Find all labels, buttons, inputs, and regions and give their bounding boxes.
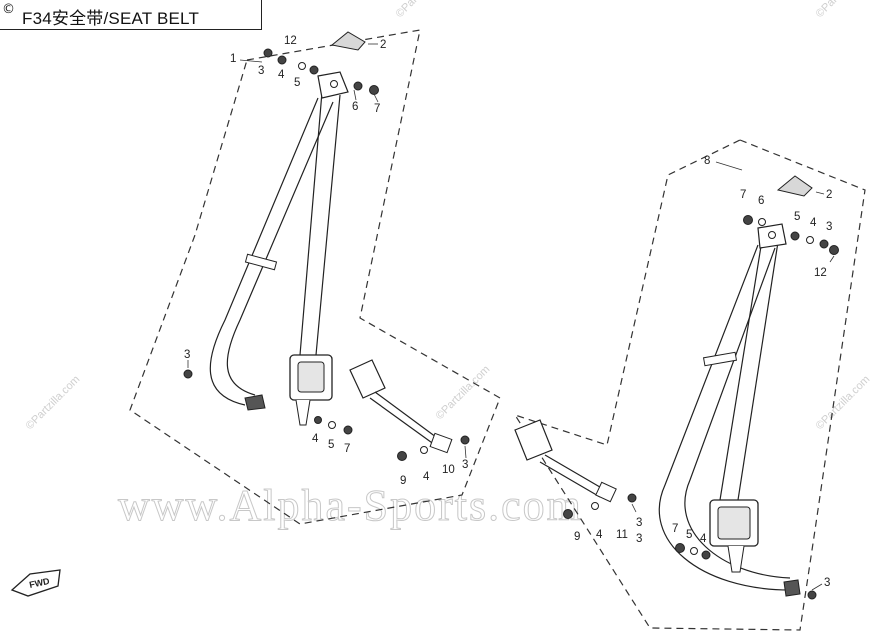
left-callout-4c: 4: [423, 471, 430, 483]
left-callout-2: 2: [380, 39, 386, 51]
left-callout-1: 1: [230, 53, 236, 65]
left-assembly-outline: [129, 29, 501, 525]
right-leaders: [631, 161, 835, 591]
left-belt: [183, 31, 470, 461]
right-callout-12: 12: [814, 267, 827, 279]
right-callout-5b: 5: [686, 529, 692, 541]
left-leaders: [187, 43, 467, 459]
right-callout-4c: 4: [700, 533, 707, 545]
right-callout-2: 2: [826, 189, 832, 201]
left-callout-3: 3: [258, 65, 264, 77]
left-callout-6: 6: [352, 101, 358, 113]
fwd-label: FWD: [28, 576, 51, 590]
left-callout-7b: 7: [344, 443, 350, 455]
left-callout-5b: 5: [328, 439, 334, 451]
left-callout-10: 10: [442, 464, 455, 476]
right-callout-3: 3: [826, 221, 832, 233]
left-callout-3c: 3: [462, 459, 468, 471]
watermark-small-3: ©Partzilla.com: [434, 363, 493, 422]
left-callout-3b: 3: [184, 349, 190, 361]
right-callout-11: 11: [616, 529, 628, 541]
left-callout-7: 7: [374, 103, 380, 115]
page-title: F34安全带/SEAT BELT: [22, 9, 200, 28]
right-belt: [514, 175, 839, 600]
right-callout-7: 7: [740, 189, 746, 201]
right-callout-3d: 3: [824, 577, 830, 589]
right-callout-6: 6: [758, 195, 764, 207]
right-callout-9: 9: [574, 531, 580, 543]
right-callout-5: 5: [794, 211, 800, 223]
left-callout-4b: 4: [312, 433, 319, 445]
watermark-small-2: ©Partzilla.com: [24, 373, 83, 432]
fwd-arrow-icon: FWD: [10, 569, 61, 597]
right-callout-7b: 7: [672, 523, 678, 535]
right-callout-3b: 3: [636, 517, 642, 529]
left-callout-4: 4: [278, 69, 285, 81]
right-callout-3c: 3: [636, 533, 642, 545]
copyright-mark: ©: [2, 2, 15, 17]
right-assembly-outline: [513, 139, 866, 631]
left-callout-5: 5: [294, 77, 300, 89]
right-callout-8: 8: [704, 155, 710, 167]
watermark-small-1: ©Partzilla.com: [394, 0, 453, 20]
left-callout-12: 12: [284, 35, 297, 47]
title-box: © F34安全带/SEAT BELT: [0, 0, 262, 30]
right-callout-4: 4: [810, 217, 817, 229]
right-callout-4b: 4: [596, 529, 603, 541]
watermark-small-5: ©Partzilla.com: [814, 0, 873, 20]
watermark-main: www.Alpha-Sports.com: [118, 481, 583, 530]
watermark-small-4: ©Partzilla.com: [814, 373, 873, 432]
left-callout-9: 9: [400, 475, 406, 487]
